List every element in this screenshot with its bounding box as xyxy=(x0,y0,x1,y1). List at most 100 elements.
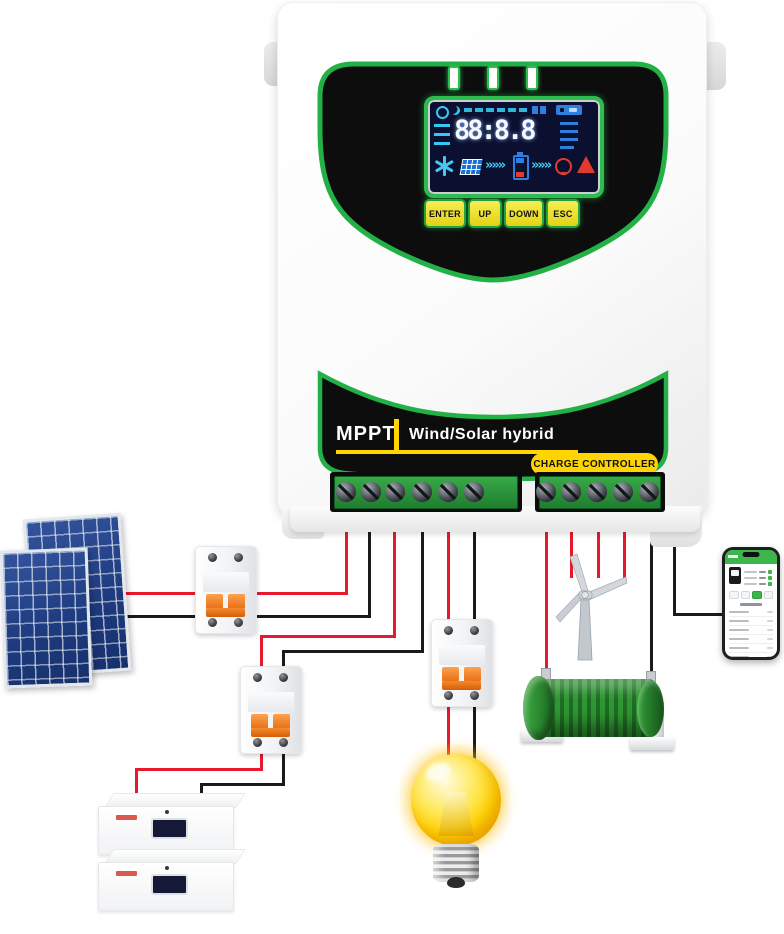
wire-battery-negative xyxy=(200,783,285,786)
battery-indicator-led xyxy=(165,810,169,814)
wire-battery-negative xyxy=(282,747,285,786)
solar-panel xyxy=(0,547,93,689)
wire-dump-load-positive xyxy=(545,528,548,682)
app-screen xyxy=(725,550,777,657)
down-button[interactable]: DOWN xyxy=(504,199,544,228)
wire-battery-negative xyxy=(200,783,203,798)
app-tab-selected[interactable] xyxy=(752,591,762,599)
product-name: Wind/Solar hybrid xyxy=(409,426,555,443)
app-tab[interactable] xyxy=(740,591,750,599)
weekday-segment xyxy=(519,108,527,112)
charge-flow-arrows: »»» xyxy=(485,158,506,173)
bulb-contact-tip xyxy=(447,877,465,888)
wire-battery-negative xyxy=(282,650,285,673)
status-segment xyxy=(540,106,546,114)
night-mode-icon xyxy=(451,106,460,115)
battery-brand-logo xyxy=(116,871,137,876)
esc-button[interactable]: ESC xyxy=(546,199,580,228)
terminal-screw xyxy=(412,482,432,502)
parameter-row xyxy=(729,626,773,635)
wire-phone-link xyxy=(673,613,726,616)
enter-button[interactable]: ENTER xyxy=(424,199,466,228)
terminal-screw xyxy=(385,482,405,502)
warning-triangle-icon xyxy=(577,156,595,173)
battery-indicator-led xyxy=(165,866,169,870)
weekday-segment xyxy=(497,108,505,112)
wire-wind-phase-2 xyxy=(597,528,600,578)
resistor-end-cap xyxy=(523,676,554,740)
breaker-lever xyxy=(442,667,482,690)
parameter-list xyxy=(725,608,777,657)
weekday-segment xyxy=(508,108,516,112)
wire-pv-positive xyxy=(345,528,348,594)
lcd-left-segment xyxy=(434,142,450,145)
terminal-screw xyxy=(536,482,556,502)
terminal-screw xyxy=(613,482,633,502)
terminal-screw xyxy=(561,482,581,502)
weekday-segment xyxy=(464,108,472,112)
vent-slot xyxy=(448,66,460,90)
settings-gear-icon xyxy=(436,106,449,119)
battery-module xyxy=(98,849,246,911)
app-tab[interactable] xyxy=(729,591,739,599)
up-button[interactable]: UP xyxy=(468,199,502,228)
smartphone xyxy=(722,547,780,660)
pv-circuit-breaker xyxy=(195,546,257,634)
terminal-screw xyxy=(464,482,484,502)
battery-brand-logo xyxy=(116,815,137,820)
breaker-lever xyxy=(251,714,291,737)
phone-notch xyxy=(742,552,760,557)
parameter-row xyxy=(729,635,773,644)
app-header-title xyxy=(728,555,738,558)
wire-pv-negative xyxy=(368,528,371,617)
parameter-row xyxy=(729,653,773,657)
wire-load-positive xyxy=(447,700,450,764)
weekday-segment xyxy=(486,108,494,112)
lcd-right-segment xyxy=(560,130,578,133)
battery-display xyxy=(151,874,188,895)
battery-circuit-breaker xyxy=(240,666,302,754)
brand-separator xyxy=(394,419,399,453)
wire-dump-load-negative xyxy=(650,528,653,685)
parameter-row xyxy=(729,644,773,653)
solar-panel-icon xyxy=(459,159,483,175)
resistor-foot xyxy=(630,737,674,750)
battery-display xyxy=(151,818,188,839)
status-row xyxy=(744,582,774,586)
terminal-screw xyxy=(336,482,356,502)
mppt-label: MPPT xyxy=(336,423,396,445)
vent-slot xyxy=(526,66,538,90)
parameter-row xyxy=(729,608,773,617)
wire-battery-negative xyxy=(421,528,424,652)
lcd-value: 88:8.8 xyxy=(454,115,537,146)
terminal-screw xyxy=(587,482,607,502)
mounting-ear-left xyxy=(264,42,279,86)
fan-snowflake-icon xyxy=(434,156,454,176)
wire-battery-positive xyxy=(260,635,263,673)
wire-battery-positive xyxy=(135,768,263,771)
battery-module xyxy=(98,793,246,855)
bulb-screw-base xyxy=(433,844,479,882)
wire-wind-phase-3 xyxy=(623,528,626,578)
lcd-right-segment xyxy=(560,138,578,141)
wire-load-negative xyxy=(473,528,476,626)
controller-thumbnail xyxy=(729,567,741,584)
lcd-right-segment xyxy=(560,122,578,125)
parameter-list-title xyxy=(740,603,762,606)
wire-battery-positive xyxy=(135,768,138,798)
lcd-right-segment xyxy=(560,146,574,149)
app-tab[interactable] xyxy=(763,591,773,599)
lcd-display: 88:8.8 »»» »»» xyxy=(424,96,604,198)
weekday-segment xyxy=(475,108,483,112)
wire-battery-positive xyxy=(260,747,263,770)
wind-turbine xyxy=(555,553,628,661)
status-segment xyxy=(532,106,538,114)
wire-battery-positive xyxy=(393,528,396,637)
device-status-card xyxy=(725,564,777,589)
status-row xyxy=(744,570,774,574)
breaker-lever xyxy=(206,594,246,617)
usb-icon xyxy=(556,105,582,115)
resistor-end-cap xyxy=(637,681,664,737)
wire-phone-link xyxy=(673,540,676,615)
